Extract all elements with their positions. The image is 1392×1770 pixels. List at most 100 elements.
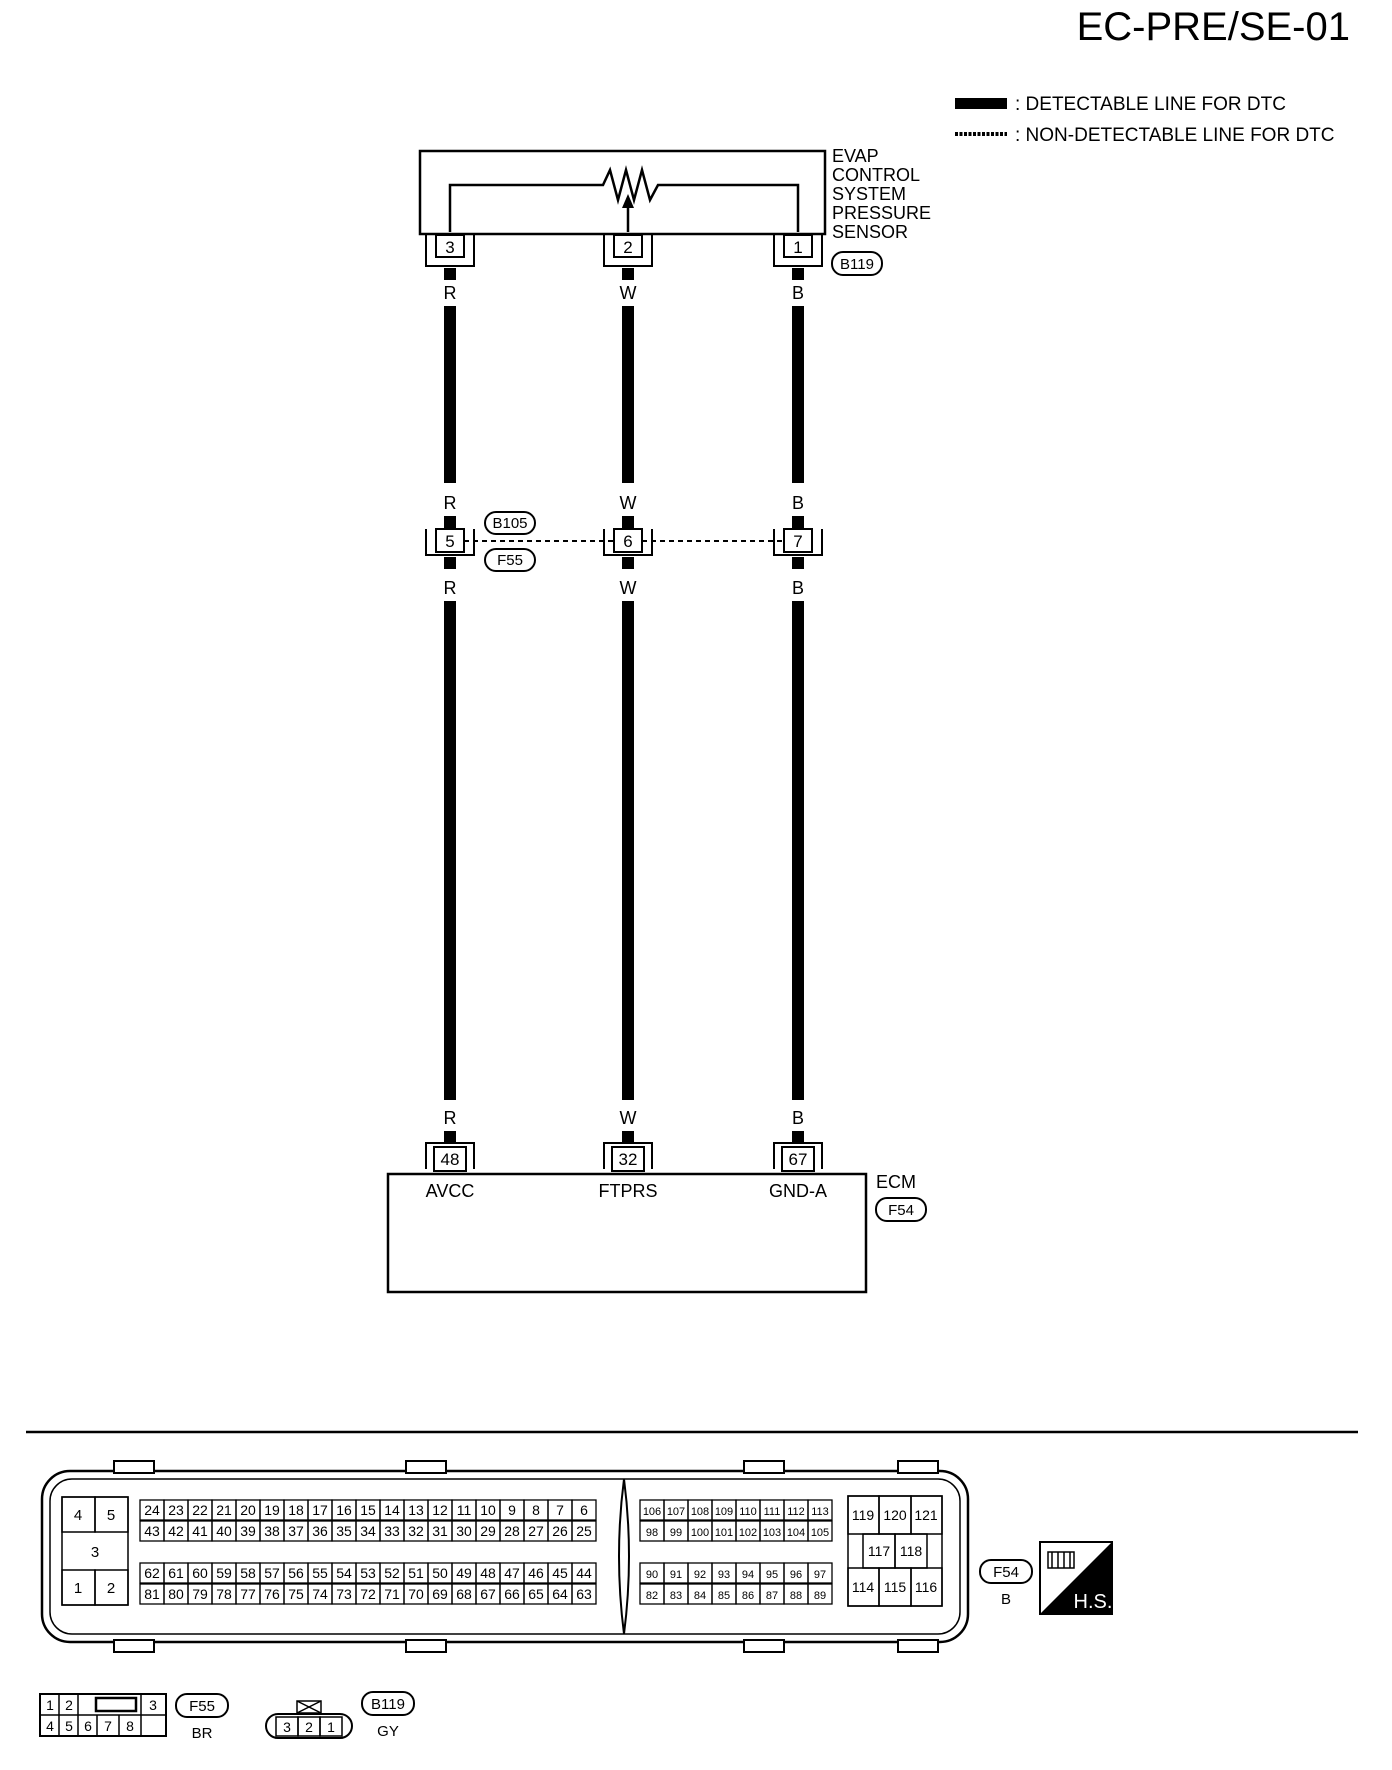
f54-grid-a-pin-label: 79	[192, 1586, 208, 1602]
sensor-name-line4: PRESSURE	[832, 203, 931, 223]
svg-text:116: 116	[915, 1579, 938, 1595]
ecm-func-gnd-a: GND-A	[769, 1181, 827, 1201]
svg-text:2: 2	[305, 1719, 313, 1735]
f54-grid-a-pin-label: 77	[240, 1586, 256, 1602]
f54-grid-a-pin-label: 14	[384, 1502, 400, 1518]
f54-grid-a-pin-label: 71	[384, 1586, 400, 1602]
svg-text:4: 4	[46, 1718, 54, 1734]
f54-grid-b-pin-label: 82	[646, 1590, 658, 1602]
harness-side-badge: H.S.	[1039, 1541, 1113, 1615]
f55-connector-id: F55	[189, 1698, 215, 1715]
svg-text:117: 117	[868, 1543, 891, 1559]
f54-grid-a-pin-label: 76	[264, 1586, 280, 1602]
svg-text:119: 119	[852, 1507, 875, 1523]
f54-grid-a-pin-label: 78	[216, 1586, 232, 1602]
sensor-name-line5: SENSOR	[832, 222, 908, 242]
svg-text:1: 1	[793, 238, 802, 257]
f54-grid-a-pin-label: 32	[408, 1523, 424, 1539]
f54-grid-a-pin-label: 43	[144, 1523, 160, 1539]
sensor-pin-3: 1	[773, 234, 823, 267]
ecm-func-avcc: AVCC	[426, 1181, 475, 1201]
wire-color-r-4: R	[444, 1108, 457, 1128]
f54-connector-tag	[979, 1559, 1033, 1584]
f54-grid-b-pin-label: 101	[715, 1527, 733, 1539]
wire-color-w-1: W	[620, 283, 637, 303]
svg-text:7: 7	[793, 532, 802, 551]
sensor-connector-tag	[831, 251, 883, 276]
f54-grid-b-pin-label: 86	[742, 1590, 754, 1602]
wire-w-upper	[622, 306, 634, 483]
f54-grid-a-pin-label: 49	[456, 1565, 472, 1581]
wire-color-b-1: B	[792, 283, 804, 303]
ecm: 48 32 67 AVCC FTPRS GND-A ECM F54	[386, 1142, 927, 1294]
f54-grid-a-pin-label: 46	[528, 1565, 544, 1581]
svg-text:48: 48	[441, 1150, 460, 1169]
f54-grid-a-pin-label: 75	[288, 1586, 304, 1602]
f54-grid-a-pin-label: 72	[360, 1586, 376, 1602]
f54-grid-a-pin-label: 53	[360, 1565, 376, 1581]
f54-grid-a-pin-label: 22	[192, 1502, 208, 1518]
f54-grid-a-pin-label: 73	[336, 1586, 352, 1602]
f54-grid-a-pin-label: 11	[457, 1502, 472, 1518]
f54-grid-a-pin-label: 36	[312, 1523, 328, 1539]
joint-connector: 5 6 7 B105 F55	[425, 511, 823, 572]
f54-grid-a-pin-label: 59	[216, 1565, 232, 1581]
joint-tag-bottom	[484, 548, 536, 572]
f54-color-code: B	[1001, 1591, 1011, 1608]
joint-pin-6: 6	[603, 528, 653, 556]
f54-grid-b-pin-label: 96	[790, 1569, 802, 1581]
f54-grid-a-pin-label: 63	[576, 1586, 592, 1602]
svg-text:6: 6	[623, 532, 632, 551]
f54-grid-a-pin-label: 13	[408, 1502, 424, 1518]
svg-text:2: 2	[623, 238, 632, 257]
hs-label: H.S.	[1074, 1591, 1113, 1613]
wire-b-upper	[792, 306, 804, 483]
f54-grid-a-cavity	[571, 1583, 597, 1605]
svg-text:4: 4	[74, 1507, 82, 1524]
wiper-arrow	[622, 194, 634, 208]
wires-upper: R W B R W B	[444, 268, 804, 528]
f54-grid-a-pin-label: 30	[456, 1523, 472, 1539]
f54-grid-b-pin-label: 89	[814, 1590, 826, 1602]
svg-text:5: 5	[445, 532, 454, 551]
f54-grid-a-pin-label: 67	[480, 1586, 496, 1602]
f55-connector-view: 1 2 3 4 5 6 7 8 F55 BR	[39, 1693, 229, 1742]
f54-grid-a-pin-label: 51	[408, 1565, 424, 1581]
f55-connector-tag	[175, 1693, 229, 1718]
potentiometer-symbol	[448, 165, 800, 232]
f54-grid-b-pin-label: 94	[742, 1569, 754, 1581]
f54-grid-a-pin-label: 45	[552, 1565, 568, 1581]
svg-text:2: 2	[65, 1697, 73, 1713]
f54-grid-a-pin-label: 27	[528, 1523, 544, 1539]
legend-detectable-label: : DETECTABLE LINE FOR DTC	[1015, 94, 1286, 115]
f54-grid-b-pin-label: 98	[646, 1527, 658, 1539]
f54-grid-a-pin-label: 38	[264, 1523, 280, 1539]
sensor-body	[418, 149, 827, 236]
b119-connector-view: 3 2 1 B119 GY	[265, 1691, 415, 1740]
ecm-body	[386, 1172, 868, 1294]
f54-grid-a-pin-label: 6	[580, 1502, 588, 1518]
f54-grid-a-pin-label: 21	[216, 1502, 232, 1518]
f54-grid-b-pin-label: 95	[766, 1569, 778, 1581]
b119-connector-tag	[361, 1691, 415, 1716]
svg-text:118: 118	[900, 1543, 923, 1559]
f54-grid-b-pin-label: 100	[691, 1527, 709, 1539]
f54-grid-b-pin-label: 99	[670, 1527, 682, 1539]
wires-lower: R W B R W B	[444, 557, 804, 1143]
f54-grid-a-pin-label: 66	[504, 1586, 520, 1602]
svg-text:5: 5	[65, 1718, 73, 1734]
sensor-pins: 3 2 1	[425, 234, 823, 267]
f54-grid-b-pin-label: 87	[766, 1590, 778, 1602]
f54-grid-a-pin-label: 70	[408, 1586, 424, 1602]
f54-grid-b-pin-label: 111	[764, 1506, 781, 1518]
f54-grid-a-pin-label: 18	[288, 1502, 304, 1518]
sensor-pin-1: 3	[425, 234, 475, 267]
f54-grid-a-pin-label: 58	[240, 1565, 256, 1581]
f54-grid-a-pin-label: 33	[384, 1523, 400, 1539]
joint-tag-top	[484, 511, 536, 535]
evap-pressure-sensor: EVAP CONTROL SYSTEM PRESSURE SENSOR B119	[418, 146, 931, 276]
ecm-connector-id: F54	[888, 1202, 914, 1219]
f54-grid-a-pin-label: 57	[264, 1565, 280, 1581]
f54-grid-b-pin-label: 112	[787, 1506, 805, 1518]
f54-grid-a-cavity	[571, 1520, 597, 1542]
